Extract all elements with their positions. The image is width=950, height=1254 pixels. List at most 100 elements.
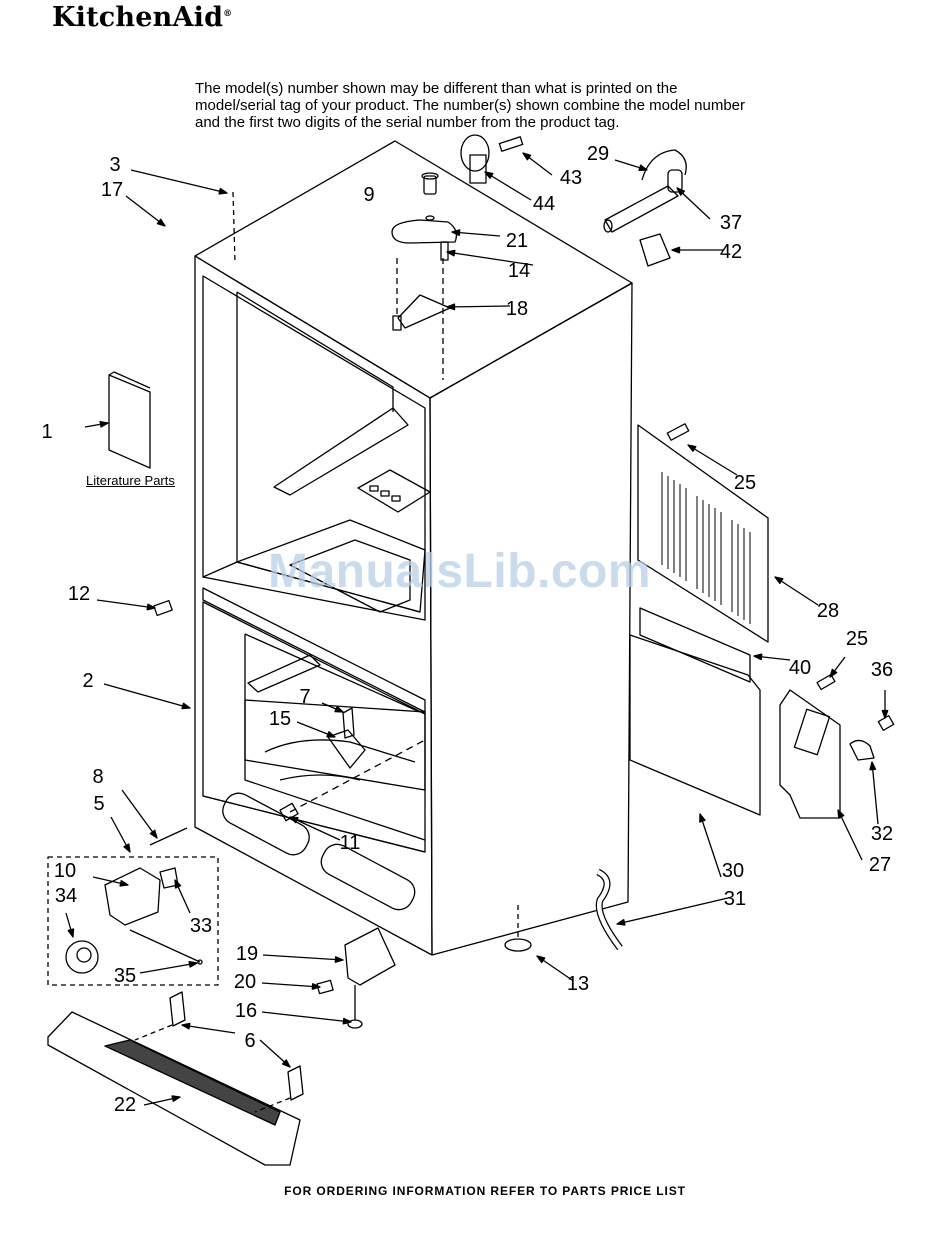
callout-number: 1 xyxy=(41,421,52,443)
leader-arrowhead xyxy=(171,1095,181,1102)
screw-36 xyxy=(877,715,895,731)
callout-number: 25 xyxy=(734,472,756,494)
callout-number: 34 xyxy=(55,885,77,907)
leader-arrowhead xyxy=(334,956,344,963)
leader-arrowhead xyxy=(446,249,456,257)
axle-35 xyxy=(129,929,201,963)
base-grille-group xyxy=(47,991,304,1166)
leader-line xyxy=(446,305,511,308)
callout-number: 13 xyxy=(567,973,589,995)
leader-line xyxy=(837,809,863,861)
toe-grille-vent-right xyxy=(320,843,416,911)
roller-wheel-34 xyxy=(65,940,99,974)
leader-line xyxy=(484,171,532,201)
base-grille-22 xyxy=(47,1011,301,1166)
toe-grille-vent-left xyxy=(222,792,310,856)
callout-number: 19 xyxy=(236,943,258,965)
screw-25 xyxy=(666,423,690,441)
water-valve-fitting xyxy=(667,169,683,193)
control-housing xyxy=(357,469,431,513)
callout-number: 7 xyxy=(299,686,310,708)
leader-line xyxy=(616,897,729,925)
crisper-tray-outline xyxy=(289,539,411,613)
callout-number: 5 xyxy=(93,793,104,815)
leader-arrowhead xyxy=(446,303,456,311)
door-stop-44 xyxy=(460,134,490,172)
leader-arrowhead xyxy=(67,928,75,938)
leader-line xyxy=(687,444,738,476)
callout-number: 31 xyxy=(724,888,746,910)
callout-number: 28 xyxy=(817,600,839,622)
leader-arrowhead xyxy=(881,709,889,719)
cabinet-front-edge xyxy=(194,256,433,956)
callout-number: 36 xyxy=(871,659,893,681)
leader-line xyxy=(103,683,191,709)
leader-arrowhead xyxy=(484,171,494,179)
callout-number: 2 xyxy=(82,670,93,692)
leader-arrowhead xyxy=(123,843,131,853)
callout-number: 18 xyxy=(506,298,528,320)
top-hinge-assembly xyxy=(232,172,458,380)
leader-arrowhead xyxy=(342,1017,352,1025)
callout-numbers: 1231756789101112131415161819202122252527… xyxy=(41,143,893,1116)
freezer-opening xyxy=(202,601,426,853)
hinge-cover xyxy=(391,219,458,244)
clip-33 xyxy=(159,867,179,889)
leader-arrowhead xyxy=(146,603,156,611)
screw-43 xyxy=(498,136,524,152)
callout-number: 44 xyxy=(533,193,555,215)
leader-line xyxy=(261,1011,352,1023)
leader-arrowhead xyxy=(149,829,158,839)
callout-number: 8 xyxy=(92,766,103,788)
leader-arrowhead xyxy=(671,246,681,254)
leader-line xyxy=(121,789,158,839)
leader-line xyxy=(96,599,156,609)
cabinet-front-corner xyxy=(194,255,433,956)
leader-arrowhead xyxy=(616,918,626,926)
callout-number: 14 xyxy=(508,260,530,282)
callout-number: 33 xyxy=(190,915,212,937)
leader-arrowhead xyxy=(753,653,763,661)
hinge-screw-9 xyxy=(423,175,437,195)
callout-number: 10 xyxy=(54,860,76,882)
leader-arrowhead xyxy=(334,705,344,713)
roller-bracket-10 xyxy=(104,867,161,926)
leader-line xyxy=(446,251,534,266)
leader-line xyxy=(699,813,722,878)
callout-number: 17 xyxy=(101,179,123,201)
callout-number: 6 xyxy=(244,1030,255,1052)
leader-arrowhead xyxy=(774,576,784,585)
callout-number: 42 xyxy=(720,241,742,263)
callout-number: 21 xyxy=(506,230,528,252)
leader-line xyxy=(261,982,321,988)
screw-8 xyxy=(149,827,188,846)
callout-leaders xyxy=(65,152,889,1106)
bracket-15 xyxy=(327,729,366,769)
ordering-footer: FOR ORDERING INFORMATION REFER TO PARTS … xyxy=(284,1184,686,1198)
leader-arrowhead xyxy=(311,983,321,990)
callout-number: 43 xyxy=(560,167,582,189)
callout-number: 30 xyxy=(722,860,744,882)
leveler-16 xyxy=(347,1019,363,1029)
leader-arrowhead xyxy=(119,880,129,887)
leader-line xyxy=(130,169,228,194)
callout-number: 12 xyxy=(68,583,90,605)
leader-arrowhead xyxy=(638,164,648,172)
cabinet-fasteners xyxy=(149,599,623,952)
cabinet-side xyxy=(429,282,633,956)
literature-parts-label: Literature Parts xyxy=(86,473,175,488)
leader-arrowhead xyxy=(536,955,546,964)
clamp-32 xyxy=(849,739,875,761)
leader-arrowhead xyxy=(188,960,198,968)
leader-arrowhead xyxy=(522,152,532,161)
brand-logo: KitchenAid® xyxy=(52,2,232,33)
door-stop-parts xyxy=(460,134,524,184)
bracket-27 xyxy=(779,689,841,819)
leader-line xyxy=(262,954,344,961)
callout-number: 29 xyxy=(587,143,609,165)
leader-arrowhead xyxy=(281,1059,291,1068)
leader-line xyxy=(871,761,879,825)
leader-arrowhead xyxy=(156,218,166,227)
